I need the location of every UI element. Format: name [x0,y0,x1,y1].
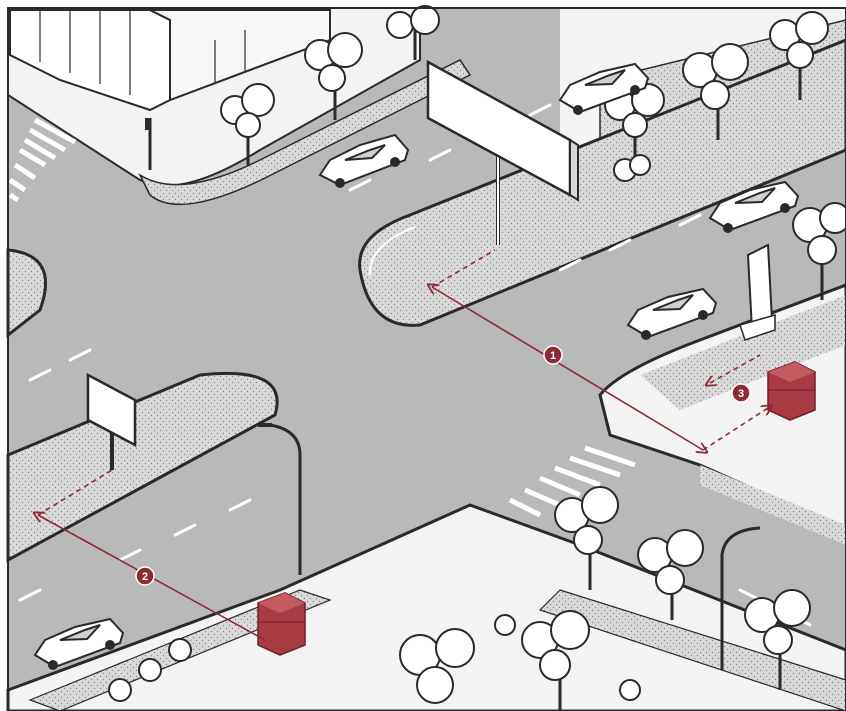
kiosk-left [258,593,305,655]
kiosk-right [768,362,815,420]
marker-1-label: 1 [550,350,556,362]
marker-3: 3 [732,384,750,402]
marker-3-label: 3 [738,388,744,400]
marker-2-label: 2 [142,571,148,583]
marker-2: 2 [136,567,154,585]
marker-1: 1 [544,346,562,364]
